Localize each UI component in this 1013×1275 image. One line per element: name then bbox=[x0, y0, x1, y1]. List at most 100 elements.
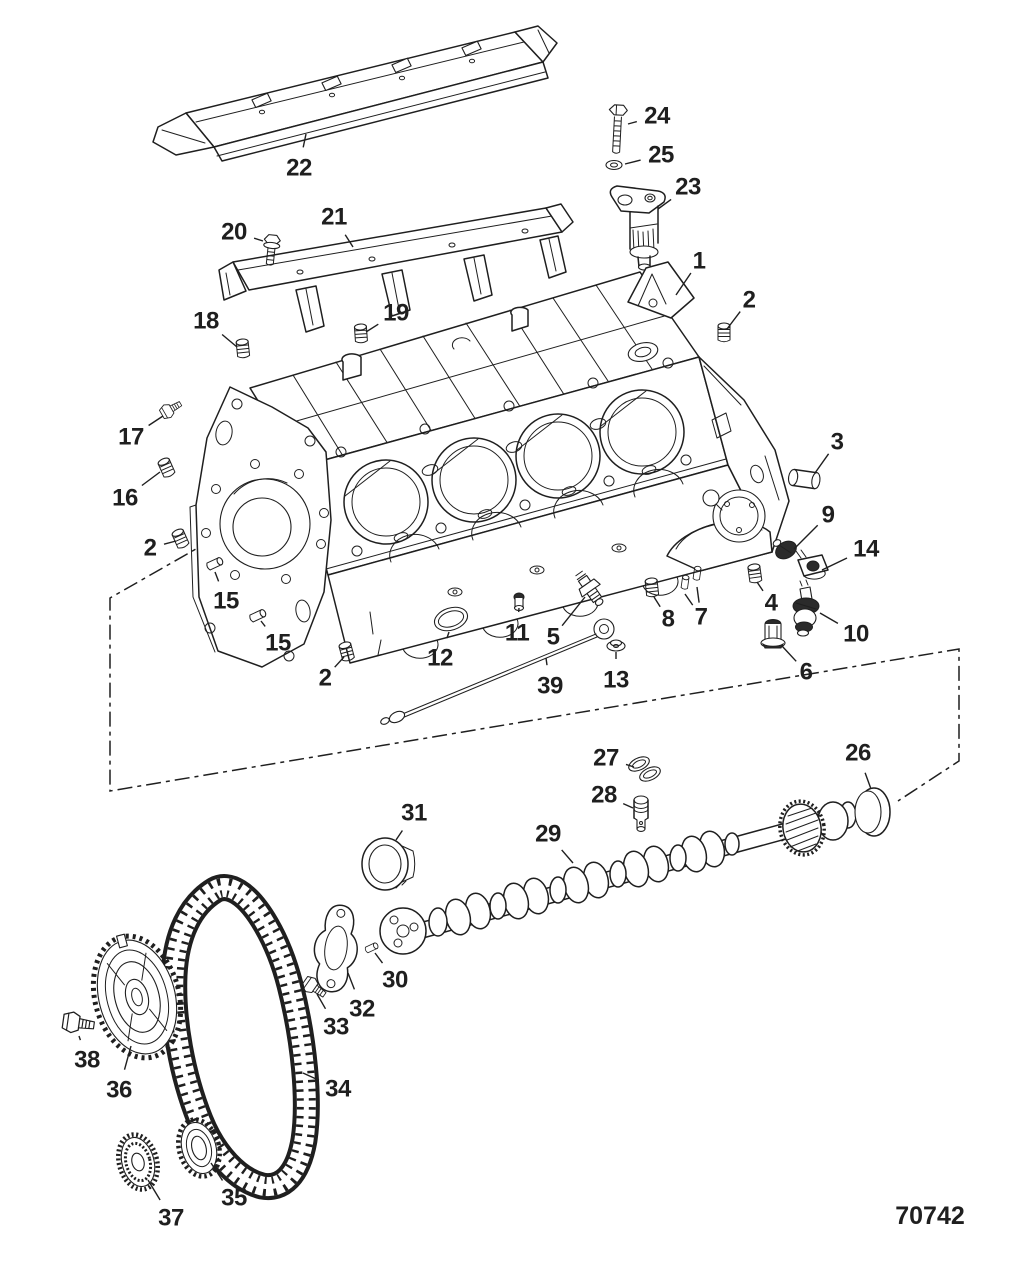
callout-31: 31 bbox=[395, 800, 427, 841]
callout-7: 7 bbox=[684, 586, 708, 631]
callout-label-35: 35 bbox=[221, 1185, 247, 1212]
callout-9: 9 bbox=[793, 502, 835, 550]
callout-leader-24 bbox=[627, 120, 637, 125]
set-screw-16 bbox=[156, 455, 177, 480]
callout-leader-27 bbox=[625, 763, 635, 768]
set-screw-8 bbox=[644, 576, 660, 598]
callout-label-18: 18 bbox=[193, 308, 219, 335]
callout-4: 4 bbox=[756, 581, 779, 617]
callout-label-1: 1 bbox=[693, 248, 706, 275]
callout-label-7: 7 bbox=[695, 604, 708, 631]
callout-label-37: 37 bbox=[158, 1205, 184, 1232]
callout-leader-31 bbox=[395, 830, 403, 841]
pin-7a bbox=[680, 574, 690, 591]
camshaft-front-flange bbox=[379, 907, 427, 955]
callout-25: 25 bbox=[624, 142, 674, 169]
fitting-6 bbox=[760, 619, 786, 649]
callout-label-34: 34 bbox=[325, 1076, 352, 1103]
callout-leader-39 bbox=[545, 657, 548, 666]
pin-30 bbox=[363, 941, 380, 954]
callout-leader-2 bbox=[163, 540, 177, 545]
callout-label-5: 5 bbox=[547, 624, 560, 651]
set-screw-2-top bbox=[717, 322, 731, 343]
callout-35: 35 bbox=[210, 1162, 247, 1212]
callout-label-25: 25 bbox=[648, 142, 674, 169]
gasket-32 bbox=[313, 904, 358, 993]
callout-leader-5 bbox=[561, 596, 586, 627]
callout-39: 39 bbox=[537, 657, 563, 700]
clip-27 bbox=[628, 756, 661, 782]
section-boundary-line bbox=[109, 524, 960, 802]
callout-label-27: 27 bbox=[593, 745, 619, 772]
callout-label-21: 21 bbox=[321, 204, 347, 231]
callout-leader-21 bbox=[344, 234, 354, 248]
callout-leader-8 bbox=[653, 596, 661, 608]
callout-leader-36 bbox=[123, 1045, 132, 1070]
callout-20: 20 bbox=[221, 219, 264, 246]
callout-26: 26 bbox=[845, 740, 872, 790]
callout-10: 10 bbox=[819, 612, 869, 648]
callout-14: 14 bbox=[821, 536, 880, 571]
callout-label-20: 20 bbox=[221, 219, 247, 246]
callout-5: 5 bbox=[547, 596, 586, 651]
callout-label-32: 32 bbox=[349, 996, 375, 1023]
callout-label-22: 22 bbox=[286, 155, 312, 182]
callout-label-24: 24 bbox=[644, 103, 671, 130]
callout-label-38: 38 bbox=[74, 1047, 100, 1074]
stud-11 bbox=[513, 592, 525, 612]
callout-leader-34 bbox=[302, 1072, 320, 1081]
baffle-tray-22 bbox=[152, 25, 558, 162]
plug-9 bbox=[772, 539, 797, 560]
callout-label-8: 8 bbox=[662, 606, 675, 633]
callout-leader-7 bbox=[684, 593, 694, 606]
dipstick-39 bbox=[380, 618, 615, 725]
callout-leader-26 bbox=[864, 772, 872, 790]
fitting-5 bbox=[575, 570, 604, 607]
callout-leader-15 bbox=[260, 620, 266, 627]
callout-leader-38 bbox=[78, 1035, 82, 1041]
bolt-20 bbox=[263, 234, 281, 266]
callout-leader-4 bbox=[756, 581, 764, 592]
cam-sprocket-36 bbox=[90, 933, 184, 1061]
callout-leader-3 bbox=[814, 453, 830, 474]
drawing-number: 70742 bbox=[895, 1202, 965, 1230]
callout-leader-2 bbox=[334, 656, 345, 668]
core-plug-26 bbox=[854, 787, 891, 837]
callout-leader-28 bbox=[622, 802, 634, 809]
callout-label-17: 17 bbox=[118, 424, 144, 451]
callout-37: 37 bbox=[147, 1179, 184, 1232]
callout-label-3: 3 bbox=[831, 429, 844, 456]
callout-label-31: 31 bbox=[401, 800, 427, 827]
callout-leader-18 bbox=[221, 333, 238, 348]
callout-label-28: 28 bbox=[591, 782, 617, 809]
bolt-38 bbox=[61, 1010, 96, 1037]
set-screw-18 bbox=[235, 337, 251, 359]
callout-12: 12 bbox=[427, 631, 453, 672]
callout-label-11: 11 bbox=[505, 620, 530, 647]
callout-17: 17 bbox=[118, 415, 164, 451]
set-screw-4 bbox=[746, 562, 763, 585]
callout-28: 28 bbox=[591, 782, 634, 809]
callout-leader-12 bbox=[446, 631, 450, 639]
callout-label-33: 33 bbox=[323, 1014, 349, 1041]
callout-1: 1 bbox=[675, 248, 706, 296]
sprocket-37 bbox=[116, 1132, 160, 1192]
callout-leader-15 bbox=[214, 571, 220, 582]
callout-leader-17 bbox=[148, 415, 164, 427]
lifter-28 bbox=[633, 795, 649, 832]
gasket-12 bbox=[433, 606, 469, 632]
callout-leader-23 bbox=[657, 198, 672, 210]
callout-label-2: 2 bbox=[743, 287, 756, 314]
dowel-3 bbox=[787, 468, 821, 490]
cylinder-bores bbox=[343, 389, 685, 545]
callout-27: 27 bbox=[593, 745, 635, 772]
callout-leader-14 bbox=[821, 557, 848, 571]
callout-label-12: 12 bbox=[427, 645, 453, 672]
bolt-24 bbox=[608, 104, 628, 154]
callout-label-36: 36 bbox=[106, 1077, 132, 1104]
callout-leader-22 bbox=[302, 133, 307, 148]
cylinder-block-1 bbox=[189, 261, 790, 668]
callout-38: 38 bbox=[74, 1035, 100, 1074]
